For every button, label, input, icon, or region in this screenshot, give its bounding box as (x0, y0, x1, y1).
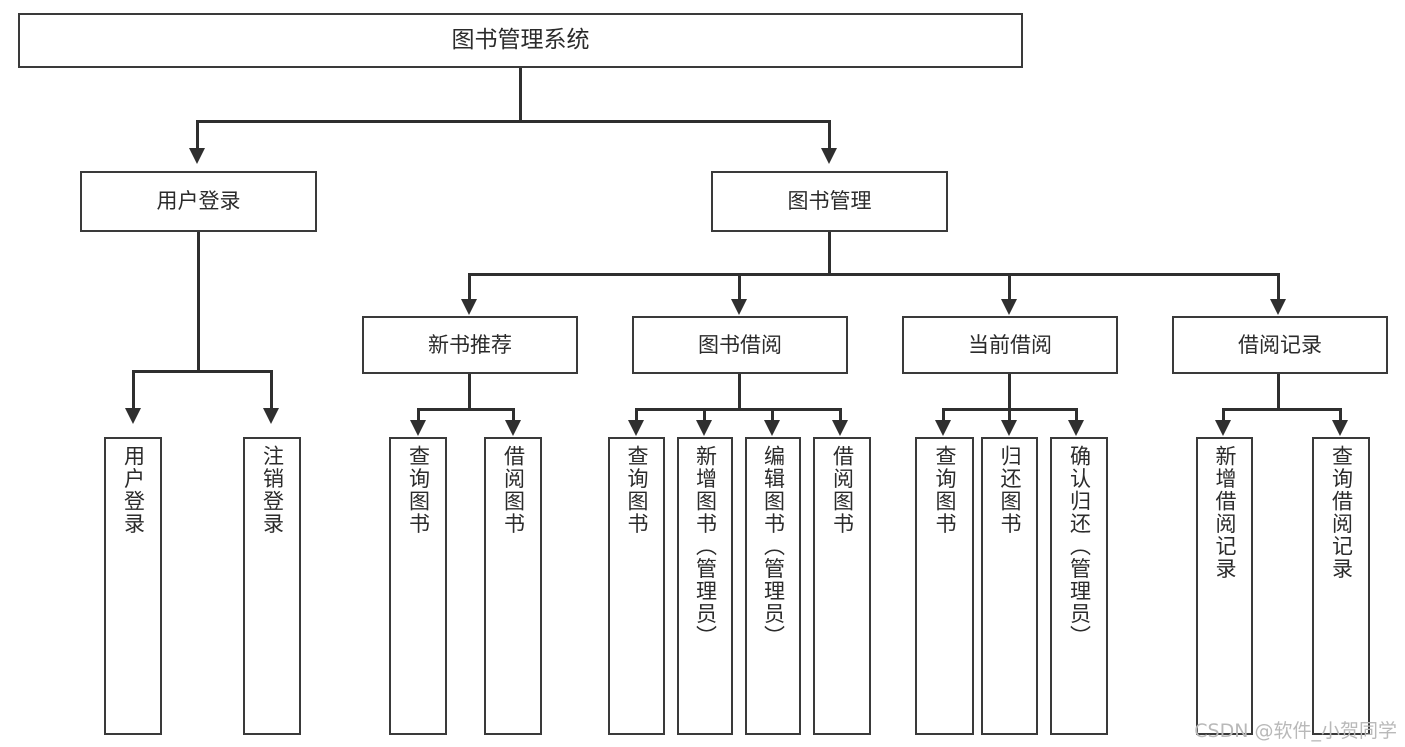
arrow-current-borrow-leaf-3 (1068, 420, 1084, 436)
node-current-borrow-label: 当前借阅 (968, 332, 1052, 357)
node-book-borrow-label: 图书借阅 (698, 332, 782, 357)
connector-book-manage-drop-1 (468, 273, 471, 301)
leaf-user-login-0-label: 用户登录 (121, 445, 146, 535)
arrow-new-book-leaf-1 (410, 420, 426, 436)
connector-borrow-record-stem (1277, 374, 1280, 410)
leaf-book-borrow-2[interactable]: 编辑图书（管理员） (745, 437, 801, 735)
leaf-new-book-recommend-1-label: 借阅图书 (501, 445, 526, 535)
arrow-book-manage-to-current-borrow (1001, 299, 1017, 315)
arrow-current-borrow-leaf-1 (935, 420, 951, 436)
leaf-current-borrow-0-label: 查询图书 (933, 445, 957, 535)
leaf-current-borrow-1-label: 归还图书 (998, 445, 1022, 535)
leaf-book-borrow-0-label: 查询图书 (625, 445, 649, 535)
connector-current-borrow-stem (1008, 374, 1011, 410)
arrow-borrow-record-leaf-1 (1215, 420, 1231, 436)
leaf-new-book-recommend-1[interactable]: 借阅图书 (484, 437, 542, 735)
arrow-book-borrow-leaf-1 (628, 420, 644, 436)
arrow-user-login-leaf-2 (263, 408, 279, 424)
node-user-login-label: 用户登录 (156, 189, 241, 214)
connector-book-manage-drop-2 (738, 273, 741, 301)
connector-book-borrow-drop-1 (635, 408, 638, 422)
connector-book-borrow-stem (738, 374, 741, 410)
arrow-book-borrow-leaf-3 (764, 420, 780, 436)
connector-root-to-book-manage (828, 120, 831, 150)
node-root-system[interactable]: 图书管理系统 (18, 13, 1023, 68)
arrow-current-borrow-leaf-2 (1001, 420, 1017, 436)
node-borrow-record-label: 借阅记录 (1238, 332, 1322, 357)
leaf-current-borrow-1[interactable]: 归还图书 (981, 437, 1038, 735)
connector-book-borrow-drop-3 (771, 408, 774, 422)
connector-root-bus (197, 120, 831, 123)
connector-borrow-record-bus (1222, 408, 1341, 411)
connector-book-manage-stem (828, 232, 831, 275)
connector-book-manage-drop-4 (1277, 273, 1280, 301)
node-current-borrow[interactable]: 当前借阅 (902, 316, 1118, 374)
connector-new-book-bus (417, 408, 514, 411)
connector-book-borrow-drop-2 (703, 408, 706, 422)
leaf-book-borrow-1[interactable]: 新增图书（管理员） (677, 437, 733, 735)
leaf-book-borrow-3-label: 借阅图书 (830, 445, 855, 535)
leaf-book-borrow-0[interactable]: 查询图书 (608, 437, 665, 735)
leaf-new-book-recommend-0[interactable]: 查询图书 (389, 437, 447, 735)
node-new-book-recommend[interactable]: 新书推荐 (362, 316, 578, 374)
arrow-book-manage-to-borrow-record (1270, 299, 1286, 315)
node-user-login[interactable]: 用户登录 (80, 171, 317, 232)
connector-root-stem (519, 68, 522, 122)
connector-current-borrow-drop-1 (942, 408, 945, 422)
leaf-user-login-0[interactable]: 用户登录 (104, 437, 162, 735)
node-root-system-label: 图书管理系统 (451, 26, 590, 53)
leaf-book-borrow-3[interactable]: 借阅图书 (813, 437, 871, 735)
connector-book-borrow-bus (635, 408, 841, 411)
connector-user-login-drop-1 (132, 370, 135, 410)
node-book-borrow[interactable]: 图书借阅 (632, 316, 848, 374)
connector-user-login-bus (132, 370, 272, 373)
arrow-book-manage-to-book-borrow (731, 299, 747, 315)
arrow-user-login-leaf-1 (125, 408, 141, 424)
connector-new-book-drop-2 (512, 408, 515, 422)
node-new-book-recommend-label: 新书推荐 (428, 332, 512, 357)
arrow-book-borrow-leaf-4 (832, 420, 848, 436)
connector-book-borrow-drop-4 (839, 408, 842, 422)
leaf-borrow-record-1-label: 查询借阅记录 (1329, 445, 1354, 580)
arrow-root-to-book-manage (821, 148, 837, 164)
leaf-new-book-recommend-0-label: 查询图书 (406, 445, 431, 535)
leaf-borrow-record-0-label: 新增借阅记录 (1213, 445, 1237, 580)
leaf-book-borrow-2-label: 编辑图书（管理员） (761, 445, 786, 648)
leaf-current-borrow-2-label: 确认归还（管理员） (1067, 445, 1092, 648)
connector-borrow-record-drop-2 (1339, 408, 1342, 422)
connector-user-login-stem (197, 232, 200, 372)
connector-root-to-user-login (196, 120, 199, 150)
connector-new-book-drop-1 (417, 408, 420, 422)
node-borrow-record[interactable]: 借阅记录 (1172, 316, 1388, 374)
leaf-user-login-1-label: 注销登录 (260, 445, 285, 535)
leaf-book-borrow-1-label: 新增图书（管理员） (693, 445, 718, 648)
connector-user-login-drop-2 (270, 370, 273, 410)
arrow-book-manage-to-new-book (461, 299, 477, 315)
connector-new-book-stem (468, 374, 471, 410)
leaf-current-borrow-0[interactable]: 查询图书 (915, 437, 974, 735)
node-book-manage-label: 图书管理 (787, 189, 872, 214)
leaf-user-login-1[interactable]: 注销登录 (243, 437, 301, 735)
connector-book-manage-bus (468, 273, 1280, 276)
arrow-borrow-record-leaf-2 (1332, 420, 1348, 436)
connector-current-borrow-drop-2 (1008, 408, 1011, 422)
leaf-current-borrow-2[interactable]: 确认归还（管理员） (1050, 437, 1108, 735)
leaf-borrow-record-1[interactable]: 查询借阅记录 (1312, 437, 1370, 735)
connector-book-manage-drop-3 (1008, 273, 1011, 301)
node-book-manage[interactable]: 图书管理 (711, 171, 948, 232)
connector-current-borrow-drop-3 (1075, 408, 1078, 422)
arrow-book-borrow-leaf-2 (696, 420, 712, 436)
connector-borrow-record-drop-1 (1222, 408, 1225, 422)
leaf-borrow-record-0[interactable]: 新增借阅记录 (1196, 437, 1253, 735)
arrow-root-to-user-login (189, 148, 205, 164)
arrow-new-book-leaf-2 (505, 420, 521, 436)
